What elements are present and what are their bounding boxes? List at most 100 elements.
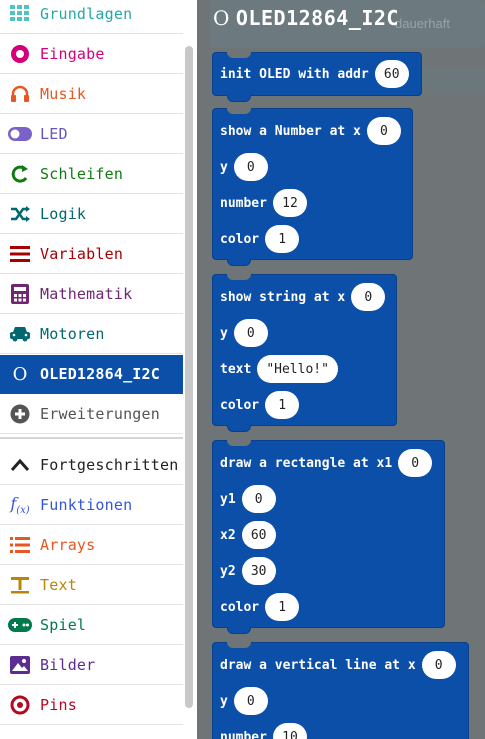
category-led[interactable]: LED	[0, 115, 183, 154]
category-text[interactable]: Text	[0, 566, 183, 605]
category-label: Pins	[40, 696, 77, 714]
list-icon	[0, 536, 40, 554]
category-mathematik[interactable]: Mathematik	[0, 275, 183, 314]
block-label: y2	[220, 563, 236, 579]
block-connector	[227, 259, 251, 266]
category-label: Motoren	[40, 325, 105, 343]
category-label: Fortgeschritten	[40, 456, 179, 474]
letter-o-icon: O	[12, 363, 28, 385]
value-input[interactable]: 0	[233, 153, 268, 181]
category-label: Erweiterungen	[40, 405, 160, 423]
chevron-up-icon	[0, 458, 40, 472]
flyout-title-text: OLED12864_I2C	[235, 6, 399, 30]
value-input[interactable]: 30	[241, 557, 276, 585]
value-input[interactable]: 0	[421, 651, 456, 679]
block-label: draw a vertical line at x	[220, 657, 416, 673]
category-bilder[interactable]: Bilder	[0, 646, 183, 685]
block-show-number[interactable]: show a Number at x 0 y 0 number 12 color…	[212, 108, 413, 266]
category-label: Eingabe	[40, 45, 105, 63]
block-label: init OLED with addr	[220, 66, 369, 82]
category-funktionen[interactable]: f(x) Funktionen	[0, 486, 183, 525]
pin-ring-icon	[0, 695, 40, 715]
shuffle-icon	[0, 205, 40, 223]
category-schleifen[interactable]: Schleifen	[0, 155, 183, 194]
category-musik[interactable]: Musik	[0, 75, 183, 114]
block-label: y	[220, 693, 228, 709]
headphones-icon	[0, 84, 40, 104]
toolbox-scrollbar[interactable]	[185, 46, 193, 708]
block-label: y	[220, 325, 228, 341]
category-erweiterungen[interactable]: Erweiterungen	[0, 395, 183, 434]
category-label: Logik	[40, 205, 87, 223]
category-label: Schleifen	[40, 165, 124, 183]
category-pins[interactable]: Pins	[0, 686, 183, 725]
value-input[interactable]: 0	[233, 687, 268, 715]
block-label: text	[220, 361, 252, 377]
block-label: draw a rectangle at x1	[220, 455, 393, 471]
target-circle-icon	[0, 44, 40, 64]
block-draw-rectangle[interactable]: draw a rectangle at x1 0 y1 0 x2 60 y2 3…	[212, 440, 445, 634]
calculator-icon	[0, 284, 40, 304]
category-motoren[interactable]: Motoren	[0, 315, 183, 354]
grid-icon	[0, 5, 40, 23]
value-input[interactable]: 1	[265, 593, 300, 621]
category-label: Mathematik	[40, 285, 133, 303]
function-icon: f(x)	[10, 493, 30, 517]
car-icon	[0, 325, 40, 343]
value-input[interactable]: 0	[366, 117, 401, 145]
toolbox-sidebar: Grundlagen Eingabe Musik LED Schleifen L…	[0, 0, 197, 739]
category-label: Musik	[40, 85, 87, 103]
value-input[interactable]: 1	[265, 391, 300, 419]
category-label: LED	[40, 125, 68, 143]
category-label: Text	[40, 576, 77, 594]
block-init-oled[interactable]: init OLED with addr 60	[212, 52, 422, 102]
value-input[interactable]: 0	[398, 449, 433, 477]
value-input[interactable]: 0	[351, 283, 386, 311]
divider	[0, 437, 183, 439]
background-block-text: dauerhaft	[395, 16, 450, 31]
block-show-string[interactable]: show string at x 0 y 0 text "Hello!" col…	[212, 274, 397, 432]
block-label: color	[220, 397, 260, 413]
block-label: x2	[220, 527, 236, 543]
text-input[interactable]: "Hello!"	[257, 355, 338, 383]
letter-o-icon: O	[213, 6, 230, 30]
block-draw-vertical-line[interactable]: draw a vertical line at x 0 y 0 number 1…	[212, 642, 469, 739]
value-input[interactable]: 60	[374, 60, 409, 88]
category-fortgeschritten[interactable]: Fortgeschritten	[0, 446, 183, 485]
category-oled12864-i2c[interactable]: O OLED12864_I2C	[0, 355, 183, 394]
category-label: OLED12864_I2C	[40, 365, 160, 383]
category-arrays[interactable]: Arrays	[0, 526, 183, 565]
value-input[interactable]: 0	[233, 319, 268, 347]
gamepad-icon	[0, 618, 40, 632]
category-label: Variablen	[40, 245, 124, 263]
category-label: Spiel	[40, 616, 87, 634]
category-label: Arrays	[40, 536, 96, 554]
text-t-icon	[0, 576, 40, 594]
category-label: Bilder	[40, 656, 96, 674]
block-connector	[227, 425, 251, 432]
image-icon	[0, 656, 40, 674]
lines-icon	[0, 245, 40, 263]
block-label: show string at x	[220, 289, 346, 305]
value-input[interactable]: 60	[241, 521, 276, 549]
category-eingabe[interactable]: Eingabe	[0, 35, 183, 74]
block-label: color	[220, 599, 260, 615]
block-label: number	[220, 195, 267, 211]
value-input[interactable]: 12	[272, 189, 307, 217]
value-input[interactable]: 0	[241, 485, 276, 513]
background-block	[210, 0, 485, 48]
block-label: number	[220, 729, 267, 739]
value-input[interactable]: 1	[265, 225, 300, 253]
block-connector	[227, 95, 251, 102]
category-logik[interactable]: Logik	[0, 195, 183, 234]
category-spiel[interactable]: Spiel	[0, 606, 183, 645]
toggle-icon	[0, 127, 40, 141]
plus-circle-icon	[0, 404, 40, 424]
category-grundlagen[interactable]: Grundlagen	[0, 0, 183, 34]
value-input[interactable]: 10	[272, 723, 307, 739]
category-variablen[interactable]: Variablen	[0, 235, 183, 274]
category-label: Grundlagen	[40, 5, 133, 23]
loop-arrow-icon	[0, 164, 40, 184]
block-label: color	[220, 231, 260, 247]
